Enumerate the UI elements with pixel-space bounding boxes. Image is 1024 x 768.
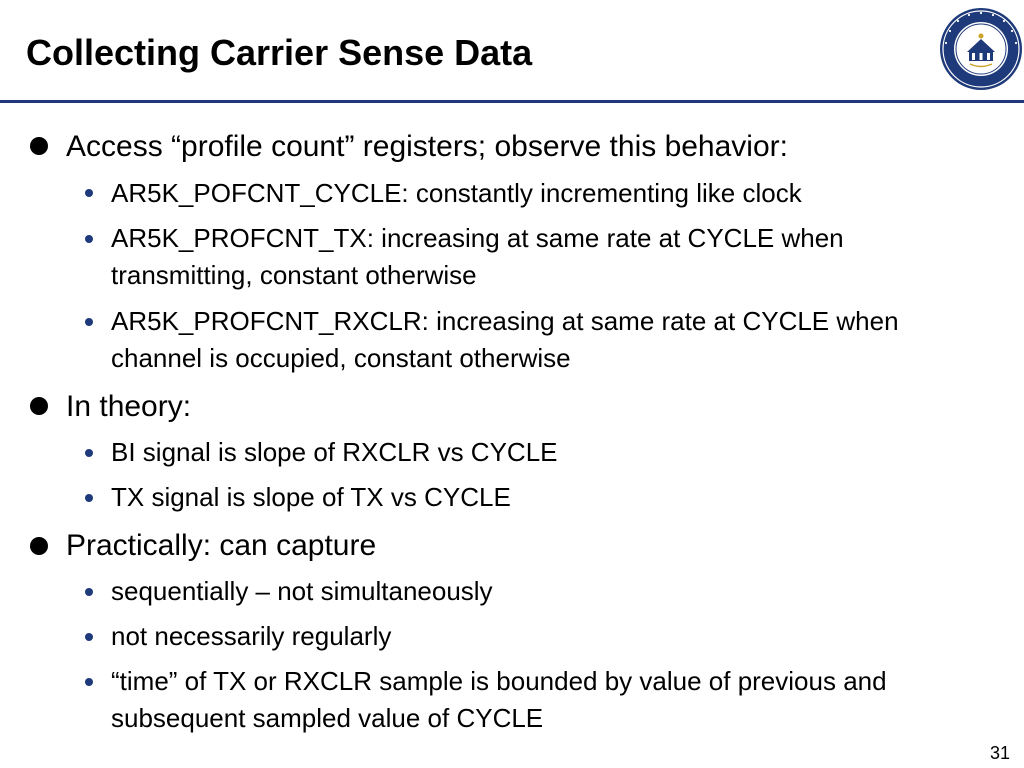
bullet-dot — [30, 137, 48, 155]
sub-bullet-item: BI signal is slope of RXCLR vs CYCLE — [111, 437, 558, 467]
sub-bullet-item: AR5K_PROFCNT_TX: increasing at same rate… — [111, 223, 844, 290]
bullet-dot — [30, 537, 48, 555]
sub-bullet-dot — [85, 678, 93, 686]
sub-bullet-item: AR5K_POFCNT_CYCLE: constantly incrementi… — [111, 178, 802, 208]
university-seal-icon — [938, 6, 1024, 92]
sub-bullet-item: TX signal is slope of TX vs CYCLE — [111, 482, 511, 512]
sub-bullet-dot — [85, 633, 93, 641]
slide-title: Collecting Carrier Sense Data — [26, 32, 533, 73]
sub-bullet-dot — [85, 494, 93, 502]
sub-bullet-item: not necessarily regularly — [111, 621, 392, 651]
sub-bullet-dot — [85, 449, 93, 457]
sub-bullet-dot — [85, 588, 93, 596]
bullet-item: Practically: can capture — [66, 529, 377, 562]
page-number: 31 — [989, 743, 1010, 763]
sub-bullet-item: sequentially – not simultaneously — [111, 576, 493, 606]
sub-bullet-dot — [85, 235, 93, 243]
sub-bullet-dot — [85, 189, 93, 197]
title-divider — [0, 100, 1024, 103]
bullet-dot — [30, 397, 48, 415]
sub-bullet-item: “time” of TX or RXCLR sample is bounded … — [111, 666, 887, 733]
bullet-item: Access “profile count” registers; observ… — [66, 130, 788, 163]
sub-bullet-dot — [85, 318, 93, 326]
bullet-item: In theory: — [66, 390, 192, 423]
sub-bullet-item: AR5K_PROFCNT_RXCLR: increasing at same r… — [111, 306, 899, 373]
